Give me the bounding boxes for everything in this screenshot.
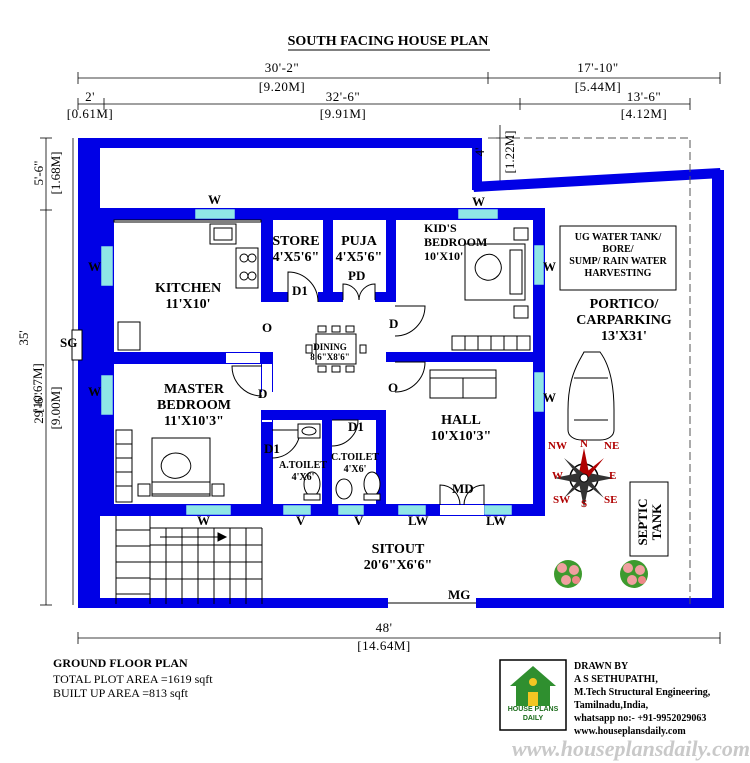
door-d1-mark: D1 — [292, 283, 308, 298]
windows — [100, 208, 545, 516]
dim-left-main-m: [9.00M] — [48, 386, 63, 430]
built-up-area: BUILT UP AREA =813 sqft — [53, 686, 189, 700]
dim-bottom-m: [14.64M] — [357, 638, 411, 653]
dim-left-main: 29'-6" — [31, 392, 46, 424]
septic-box — [629, 481, 669, 557]
window-mark: W — [543, 390, 556, 405]
ground-floor-heading: GROUND FLOOR PLAN — [53, 656, 188, 670]
garden-plants — [554, 560, 648, 588]
kitchen-counter — [113, 219, 262, 351]
ventilator-mark: V — [354, 513, 364, 528]
dim-left-top: 5'-6" — [31, 160, 46, 186]
opening-mark: O — [262, 320, 273, 335]
dim-top-right: 17'-10" — [577, 60, 619, 75]
dim-mid-span: 32'-6" — [325, 89, 361, 104]
total-plot-area: TOTAL PLOT AREA =1619 sqft — [53, 672, 213, 686]
side-gate — [71, 329, 83, 361]
kids-wardrobe — [451, 335, 531, 351]
dim-left-top-m: [1.68M] — [48, 151, 63, 195]
compass-n: N — [580, 438, 588, 450]
dining-table — [305, 325, 367, 373]
door-swings — [231, 271, 485, 506]
window-mark: W — [88, 384, 101, 399]
main-door-mark: MD — [452, 481, 474, 496]
door-mark: D — [258, 386, 268, 401]
compound-wall — [78, 138, 724, 608]
window-mark: W — [208, 192, 221, 207]
compass-nw: NW — [548, 440, 567, 452]
sofa — [429, 369, 497, 399]
plot-boundary-dashed — [488, 137, 691, 605]
compass-se: SE — [604, 494, 618, 506]
compass-w: W — [552, 470, 563, 482]
dim-top-left: 30'-2" — [264, 60, 300, 75]
dim-top-right-m: [5.44M] — [574, 79, 622, 94]
compass-ne: NE — [604, 440, 620, 452]
window-mark: W — [472, 194, 485, 209]
dimension-lines — [40, 72, 721, 644]
main-gate-mark: MG — [448, 587, 471, 602]
dim-offset-left: 2' — [85, 89, 95, 104]
compass-sw: SW — [553, 494, 571, 506]
window-mark: W — [88, 259, 101, 274]
dim-right-span-m: [4.12M] — [620, 106, 668, 121]
door-mark: D — [389, 316, 399, 331]
master-wardrobe — [115, 429, 133, 503]
car — [567, 351, 615, 441]
compass-e: E — [609, 470, 617, 482]
dim-right-span: 13'-6" — [626, 89, 662, 104]
side-gate-mark: SG — [60, 335, 78, 350]
logo — [499, 659, 567, 731]
staircase — [115, 516, 263, 604]
dim-notch-m: [1.22M] — [502, 130, 517, 174]
compass-s: S — [581, 498, 588, 510]
dim-mid-span-m: [9.91M] — [319, 106, 367, 121]
compass-rose — [554, 448, 614, 508]
ug-tank-box — [559, 225, 677, 291]
dim-notch: 4' — [472, 147, 487, 157]
kids-bed — [464, 227, 529, 319]
large-window-mark: LW — [486, 513, 507, 528]
dim-offset-left-m: [0.61M] — [66, 106, 114, 121]
window-mark: W — [197, 513, 210, 528]
window-mark: W — [543, 259, 556, 274]
ventilator-mark: V — [296, 513, 306, 528]
watermark: www.houseplansdaily.com — [512, 736, 750, 761]
pooja-door-mark: PD — [348, 268, 366, 283]
door-d1-mark: D1 — [348, 419, 364, 434]
opening-mark: O — [388, 380, 399, 395]
toilet-fixtures — [297, 423, 381, 501]
door-d1-mark: D1 — [264, 441, 280, 456]
dim-top-left-m: [9.20M] — [258, 79, 306, 94]
credit-block: DRAWN BY A S SETHUPATHI, M.Tech Structur… — [574, 661, 711, 737]
large-window-mark: LW — [408, 513, 429, 528]
plan-title: SOUTH FACING HOUSE PLAN — [287, 34, 489, 49]
master-bed — [137, 437, 225, 497]
dim-bottom: 48' — [375, 620, 393, 635]
